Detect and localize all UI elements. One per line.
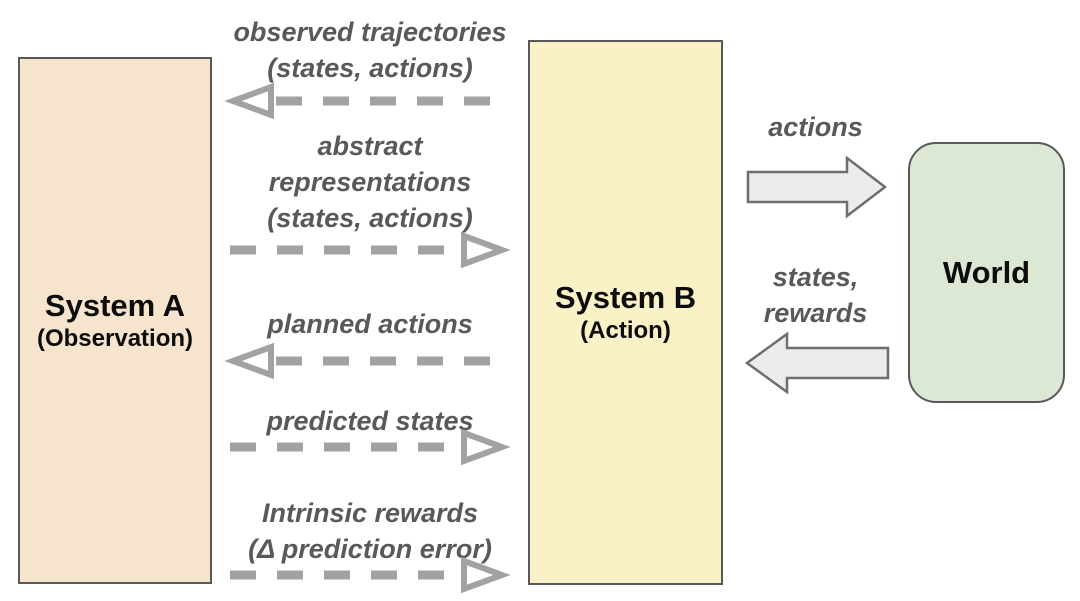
arrowhead-left-icon	[224, 82, 274, 120]
system-a-title: System A	[44, 287, 186, 323]
dashed-arrow-right-abstract-representations	[230, 231, 511, 269]
label-planned-actions: planned actions	[212, 306, 528, 342]
label-line: (Δ prediction error)	[248, 534, 492, 564]
dashed-arrow-right-intrinsic-rewards	[230, 556, 511, 594]
label-line: actions	[768, 112, 863, 142]
arrowhead-right-icon	[461, 428, 511, 466]
label-line: abstract	[317, 131, 423, 161]
label-line: representations	[268, 167, 472, 197]
label-line: planned actions	[267, 309, 473, 339]
dashed-arrow-left-observed-trajectories	[224, 82, 510, 120]
block-arrow-right-actions	[746, 155, 888, 219]
label-line: (states, actions)	[267, 53, 473, 83]
label-line: predicted states	[266, 406, 474, 436]
system-b-title: System B	[554, 279, 697, 315]
label-line: rewards	[763, 298, 868, 328]
block-arrow-left-icon	[744, 331, 890, 395]
label-actions: actions	[723, 109, 908, 145]
dashed-arrow-left-planned-actions	[224, 342, 510, 380]
block-arrow-left-states-rewards	[744, 331, 890, 395]
label-predicted-states: predicted states	[212, 403, 528, 439]
system-a-subtitle: (Observation)	[36, 324, 194, 352]
dashed-arrow-right-predicted-states	[230, 428, 511, 466]
system-b-subtitle: (Action)	[580, 316, 671, 344]
label-observed-trajectories: observed trajectories (states, actions)	[212, 14, 528, 86]
label-states-rewards: states, rewards	[723, 259, 908, 331]
label-intrinsic-rewards: Intrinsic rewards (Δ prediction error)	[212, 495, 528, 567]
label-line: (states, actions)	[267, 203, 473, 233]
arrowhead-right-icon	[461, 556, 511, 594]
node-world: World	[908, 142, 1065, 403]
label-abstract-representations: abstract representations (states, action…	[212, 128, 528, 236]
label-line: states,	[772, 262, 859, 292]
arrowhead-right-icon	[461, 231, 511, 269]
world-title: World	[942, 254, 1031, 290]
label-line: Intrinsic rewards	[261, 498, 479, 528]
node-system-a: System A (Observation)	[18, 57, 212, 584]
block-arrow-right-icon	[746, 155, 888, 219]
node-system-b: System B (Action)	[528, 40, 723, 585]
arrowhead-left-icon	[224, 342, 274, 380]
label-line: observed trajectories	[233, 17, 507, 47]
